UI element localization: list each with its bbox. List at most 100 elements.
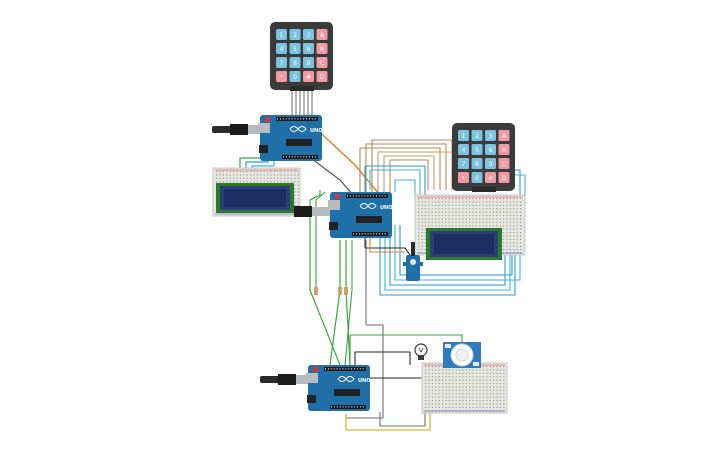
board-brand-label: UNO bbox=[380, 205, 393, 211]
keypad-key[interactable] bbox=[458, 158, 469, 169]
usb-jack bbox=[258, 123, 270, 133]
keypad-key-label: 3 bbox=[489, 133, 493, 140]
arduino-board-bottom: UNO bbox=[306, 365, 371, 411]
wire-keypad2-bundle bbox=[359, 147, 441, 200]
keypad-key-label: 9 bbox=[489, 161, 493, 168]
resistors bbox=[314, 287, 348, 295]
keypad-key-label: C bbox=[320, 60, 324, 67]
lcd-right bbox=[426, 228, 502, 260]
wire-mid-servo bbox=[364, 235, 411, 256]
keypad-key[interactable] bbox=[289, 29, 301, 40]
digital-header bbox=[346, 194, 388, 198]
keypad-key[interactable] bbox=[303, 29, 314, 40]
keypad-key[interactable] bbox=[276, 71, 287, 82]
arduino-board-middle: UNO bbox=[328, 192, 393, 238]
keypad-key[interactable] bbox=[276, 57, 287, 68]
keypad-key[interactable] bbox=[289, 43, 301, 54]
digital-header bbox=[324, 367, 366, 371]
keypad-key[interactable] bbox=[471, 158, 483, 169]
power-jack bbox=[329, 222, 338, 230]
board-pcb bbox=[308, 365, 370, 411]
board-brand-label: UNO bbox=[310, 128, 323, 134]
keypad-key[interactable] bbox=[316, 71, 328, 82]
keypad-key-label: 0 bbox=[293, 74, 297, 81]
keypad-key[interactable] bbox=[458, 172, 469, 183]
keypad-key[interactable] bbox=[303, 57, 314, 68]
board-brand-label: UNO bbox=[358, 378, 371, 384]
keypad-key-label: 5 bbox=[475, 147, 479, 154]
keypad-key[interactable] bbox=[316, 29, 328, 40]
keypad-key-label: 0 bbox=[475, 175, 479, 182]
keypad-key-label: 8 bbox=[293, 60, 297, 67]
keypad-key-label: 8 bbox=[475, 161, 479, 168]
keypad-key[interactable] bbox=[471, 130, 483, 141]
wire-keypad1-ribbon bbox=[291, 90, 313, 118]
keypad-key[interactable] bbox=[316, 43, 328, 54]
wire-bottom-pir bbox=[349, 334, 463, 365]
keypad-key[interactable] bbox=[471, 144, 483, 155]
keypad-key[interactable] bbox=[485, 158, 496, 169]
keypad-key-label: 2 bbox=[475, 133, 479, 140]
usb-jack bbox=[306, 373, 318, 383]
keypad-key-label: A bbox=[502, 133, 507, 140]
keypad-key-label: 1 bbox=[280, 32, 284, 39]
keypad-key-label: B bbox=[502, 147, 506, 154]
pir-sensor bbox=[443, 342, 481, 368]
board-pcb bbox=[330, 192, 392, 238]
keypad-key[interactable] bbox=[276, 29, 287, 40]
usb-cable-top bbox=[212, 124, 260, 135]
keypad-key[interactable] bbox=[289, 71, 301, 82]
usb-jack bbox=[328, 200, 340, 210]
keypad-key-label: 7 bbox=[462, 161, 466, 168]
arduino-logo-icon bbox=[359, 203, 377, 209]
mcu-chip bbox=[356, 216, 382, 223]
keypad-key-label: 9 bbox=[307, 60, 311, 67]
keypad-key-label: * bbox=[280, 74, 283, 81]
keypad-key[interactable] bbox=[471, 172, 483, 183]
keypad-key[interactable] bbox=[498, 172, 510, 183]
servo-motor bbox=[403, 242, 423, 281]
wire-yellow-bottom bbox=[345, 410, 431, 431]
light-bulb bbox=[414, 343, 428, 360]
keypad-key[interactable] bbox=[498, 158, 510, 169]
keypad-key[interactable] bbox=[303, 71, 314, 82]
power-analog-header bbox=[330, 405, 366, 409]
breadboard-holes bbox=[424, 364, 505, 412]
keypad-key-label: # bbox=[306, 74, 311, 81]
keypad-key-label: A bbox=[320, 32, 325, 39]
wire-gray-mid-bottom bbox=[346, 240, 384, 419]
board-pcb bbox=[260, 115, 322, 161]
breadboard-bottom bbox=[421, 362, 508, 414]
keypad-key-label: 6 bbox=[489, 147, 493, 154]
keypad-key-label: D bbox=[320, 74, 325, 81]
keypad-key[interactable] bbox=[303, 43, 314, 54]
mcu-chip bbox=[286, 139, 312, 146]
keypad-key-label: 2 bbox=[293, 32, 297, 39]
keypad-key[interactable] bbox=[276, 43, 287, 54]
keypad-key[interactable] bbox=[485, 172, 496, 183]
keypad-key[interactable] bbox=[458, 130, 469, 141]
keypad-key[interactable] bbox=[289, 57, 301, 68]
reset-button bbox=[313, 367, 318, 372]
arduino-board-top: UNO bbox=[258, 115, 323, 161]
keypad-key[interactable] bbox=[316, 57, 328, 68]
power-jack bbox=[259, 145, 268, 153]
keypad-key[interactable] bbox=[498, 130, 510, 141]
usb-cable-middle bbox=[294, 206, 330, 217]
keypad-key-label: 5 bbox=[293, 46, 297, 53]
keypad-key[interactable] bbox=[498, 144, 510, 155]
keypad-key[interactable] bbox=[485, 144, 496, 155]
power-analog-header bbox=[352, 232, 388, 236]
keypad-key[interactable] bbox=[485, 130, 496, 141]
keypad-key-label: 3 bbox=[307, 32, 311, 39]
reset-button bbox=[335, 194, 340, 199]
usb-cable-bottom bbox=[260, 374, 308, 385]
keypad-key-label: D bbox=[502, 175, 507, 182]
keypad-key[interactable] bbox=[458, 144, 469, 155]
keypad-key-label: 6 bbox=[307, 46, 311, 53]
